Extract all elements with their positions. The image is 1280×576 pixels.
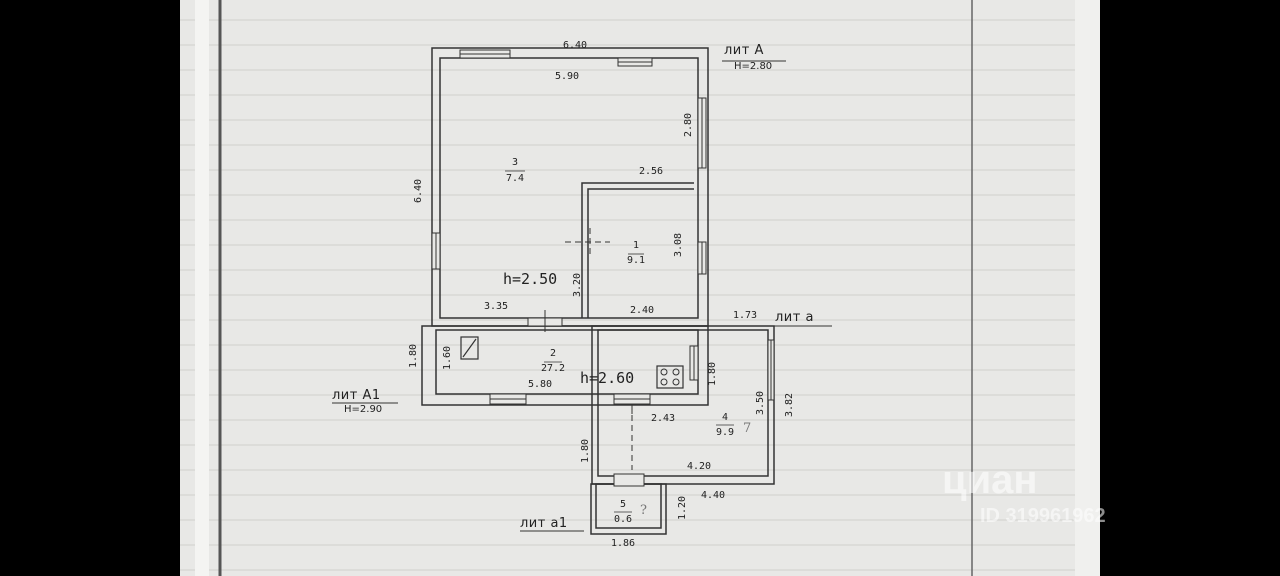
- dim-left-outer: 6.40: [413, 178, 425, 204]
- room-3-area: 9.1: [626, 255, 646, 266]
- room-2-number: 3: [511, 157, 519, 168]
- lit-a1-lower-label: лит а1: [520, 516, 568, 531]
- windows: [431, 49, 775, 405]
- paper-ruling: [180, 19, 1100, 571]
- dim-bottom-right: 2.40: [630, 305, 655, 316]
- dim-room3-right: 3.08: [673, 232, 685, 258]
- dim-veranda-right-outer: 3.82: [784, 392, 796, 418]
- room-3-number: 1: [632, 240, 640, 251]
- main-ceiling-height: h=2.50: [503, 270, 558, 288]
- watermark-logo: циан: [942, 458, 1038, 503]
- axis-marks: [565, 228, 633, 470]
- room-5-number: 5: [619, 499, 627, 510]
- dim-partition-top: 2.56: [639, 166, 664, 177]
- dim-veranda-bottom-inner: 4.20: [687, 461, 712, 472]
- walls: [421, 47, 775, 535]
- dim-veranda-right-inner: 3.50: [755, 390, 767, 416]
- pencil-mark-room5: ?: [640, 503, 647, 518]
- kitchen-ceiling-height: h=2.60: [580, 369, 635, 387]
- room-5-area: 0.6: [613, 514, 633, 525]
- stove-icon: [656, 365, 684, 389]
- dim-right-upper: 2.80: [683, 112, 695, 138]
- dim-veranda-bottom-outer: 4.40: [701, 490, 726, 501]
- dim-veranda-top-inner: 2.43: [651, 413, 676, 424]
- lit-a-height: H=2.80: [734, 61, 773, 72]
- lit-a1-label: лит А1: [332, 388, 381, 403]
- dim-kitchen-left-inner: 1.60: [442, 345, 454, 371]
- room-4-area: 9.9: [715, 427, 735, 438]
- dim-kitchen-bottom: 5.80: [528, 379, 553, 390]
- lit-a-label: лит А: [724, 43, 764, 58]
- dim-porch-bottom: 1.86: [611, 538, 636, 549]
- dim-top-outer: 6.40: [563, 40, 588, 51]
- dim-kitchen-left-outer: 1.80: [408, 343, 420, 369]
- room-2-area: 7.4: [505, 173, 525, 184]
- lit-a1-height: H=2.90: [344, 404, 383, 415]
- label-underlines: [332, 60, 832, 532]
- floor-plan-sheet: лит А H=2.80 лит А1 H=2.90 лит а лит а1 …: [180, 0, 1106, 576]
- watermark-brand: циан: [942, 458, 1038, 502]
- area-fraction-lines: [505, 170, 734, 513]
- dim-veranda-top: 1.73: [733, 310, 758, 321]
- dim-kitchen-right: 1.80: [707, 361, 719, 387]
- room-4-number: 4: [721, 412, 729, 423]
- watermark-id: ID 319961962: [980, 505, 1106, 527]
- pencil-mark-room4: 7: [743, 421, 752, 436]
- floor-plan-drawing: [180, 0, 1100, 576]
- dim-top-inner: 5.90: [555, 71, 580, 82]
- dim-bottom-left: 3.35: [484, 301, 509, 312]
- dim-porch-right: 1.20: [677, 495, 689, 521]
- room-1-area: 27.2: [540, 363, 566, 374]
- doors: [527, 310, 645, 487]
- fixture-icon: [460, 336, 479, 360]
- room-1-number: 2: [549, 348, 557, 359]
- dim-room3-left: 3.20: [572, 272, 584, 298]
- dim-veranda-left: 1.80: [580, 438, 592, 464]
- lit-a-lower-label: лит а: [775, 310, 814, 325]
